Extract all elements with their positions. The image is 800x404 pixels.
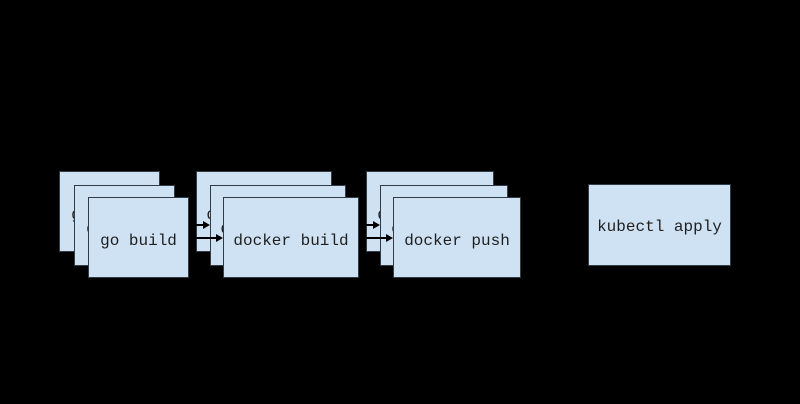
stage-label: docker build <box>233 231 349 250</box>
docker-push-box-front: docker push <box>393 197 521 278</box>
stage-label: kubectl apply <box>597 218 722 236</box>
go-build-box-front: go build <box>88 197 189 278</box>
kubectl-apply-box: kubectl apply <box>588 184 731 266</box>
stage-label: docker push <box>404 231 510 250</box>
arrow-go-build-to-docker-build-front <box>188 234 223 242</box>
stage-label: go build <box>100 231 177 250</box>
arrow-docker-build-to-docker-push-front <box>359 234 393 242</box>
docker-build-box-front: docker build <box>223 197 359 278</box>
arrow-docker-build-to-docker-push-middle <box>346 221 380 229</box>
